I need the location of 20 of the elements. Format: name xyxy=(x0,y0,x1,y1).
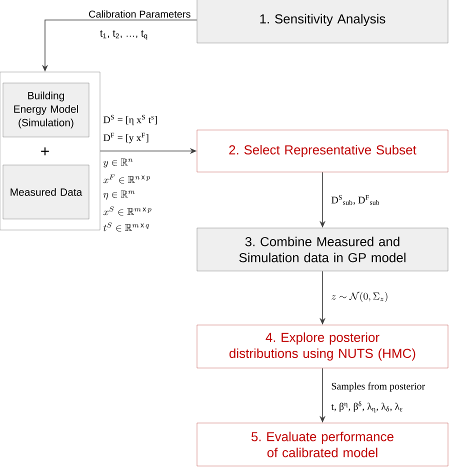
process-box: 5. Evaluate performance of calibrated model xyxy=(196,422,448,466)
formula-label: $\eta\in\mathbb{R}^{m}$ xyxy=(104,190,135,200)
variable-label: t, β$^{η}$, β$^{δ}$, λ$_{η}$, λ$_{δ}$, λ$_{ε}$ xyxy=(331,401,402,413)
formula-label: $t^{S}\in\mathbb{R}^{m\,\mathrm{x}\,q}$ xyxy=(103,222,149,232)
process-box: 1. Sensitivity Analysis xyxy=(196,0,448,44)
variable-label: D$^{F}$ = [y x$^{F}$] xyxy=(103,132,148,144)
process-box: 3. Combine Measured and Simulation data in GP model xyxy=(196,228,448,272)
process-box: 2. Select Representative Subset xyxy=(196,130,448,172)
edge-label: Calibration Parameters xyxy=(88,9,192,19)
variable-label: D$^{S}$ = [η x$^{S}$ t$^{s}$] xyxy=(103,114,157,126)
formula-label: $y\in\mathbb{R}^{n}$ xyxy=(104,158,132,168)
variable-label: t$_{1}$, t$_{2}$, …, t$_{q}$ xyxy=(100,30,148,40)
edge-label: Samples from posterior xyxy=(330,381,426,393)
process-box: Building Energy Model (Simulation) xyxy=(2,82,90,138)
formula-label: $x^{F}\in\mathbb{R}^{n\,\mathrm{x}\,p}$ xyxy=(104,174,150,184)
plus-sign: + xyxy=(41,147,49,156)
formula-label: $x^{S}\in\mathbb{R}^{m\,\mathrm{x}\,p}$ xyxy=(104,206,152,216)
process-box: 4. Explore posterior distributions using NUTS (HMC) xyxy=(196,324,448,368)
formula-label: $z\sim\mathcal{N}(0,\Sigma_{z})$ xyxy=(332,292,388,302)
process-box: Measured Data xyxy=(2,164,90,220)
